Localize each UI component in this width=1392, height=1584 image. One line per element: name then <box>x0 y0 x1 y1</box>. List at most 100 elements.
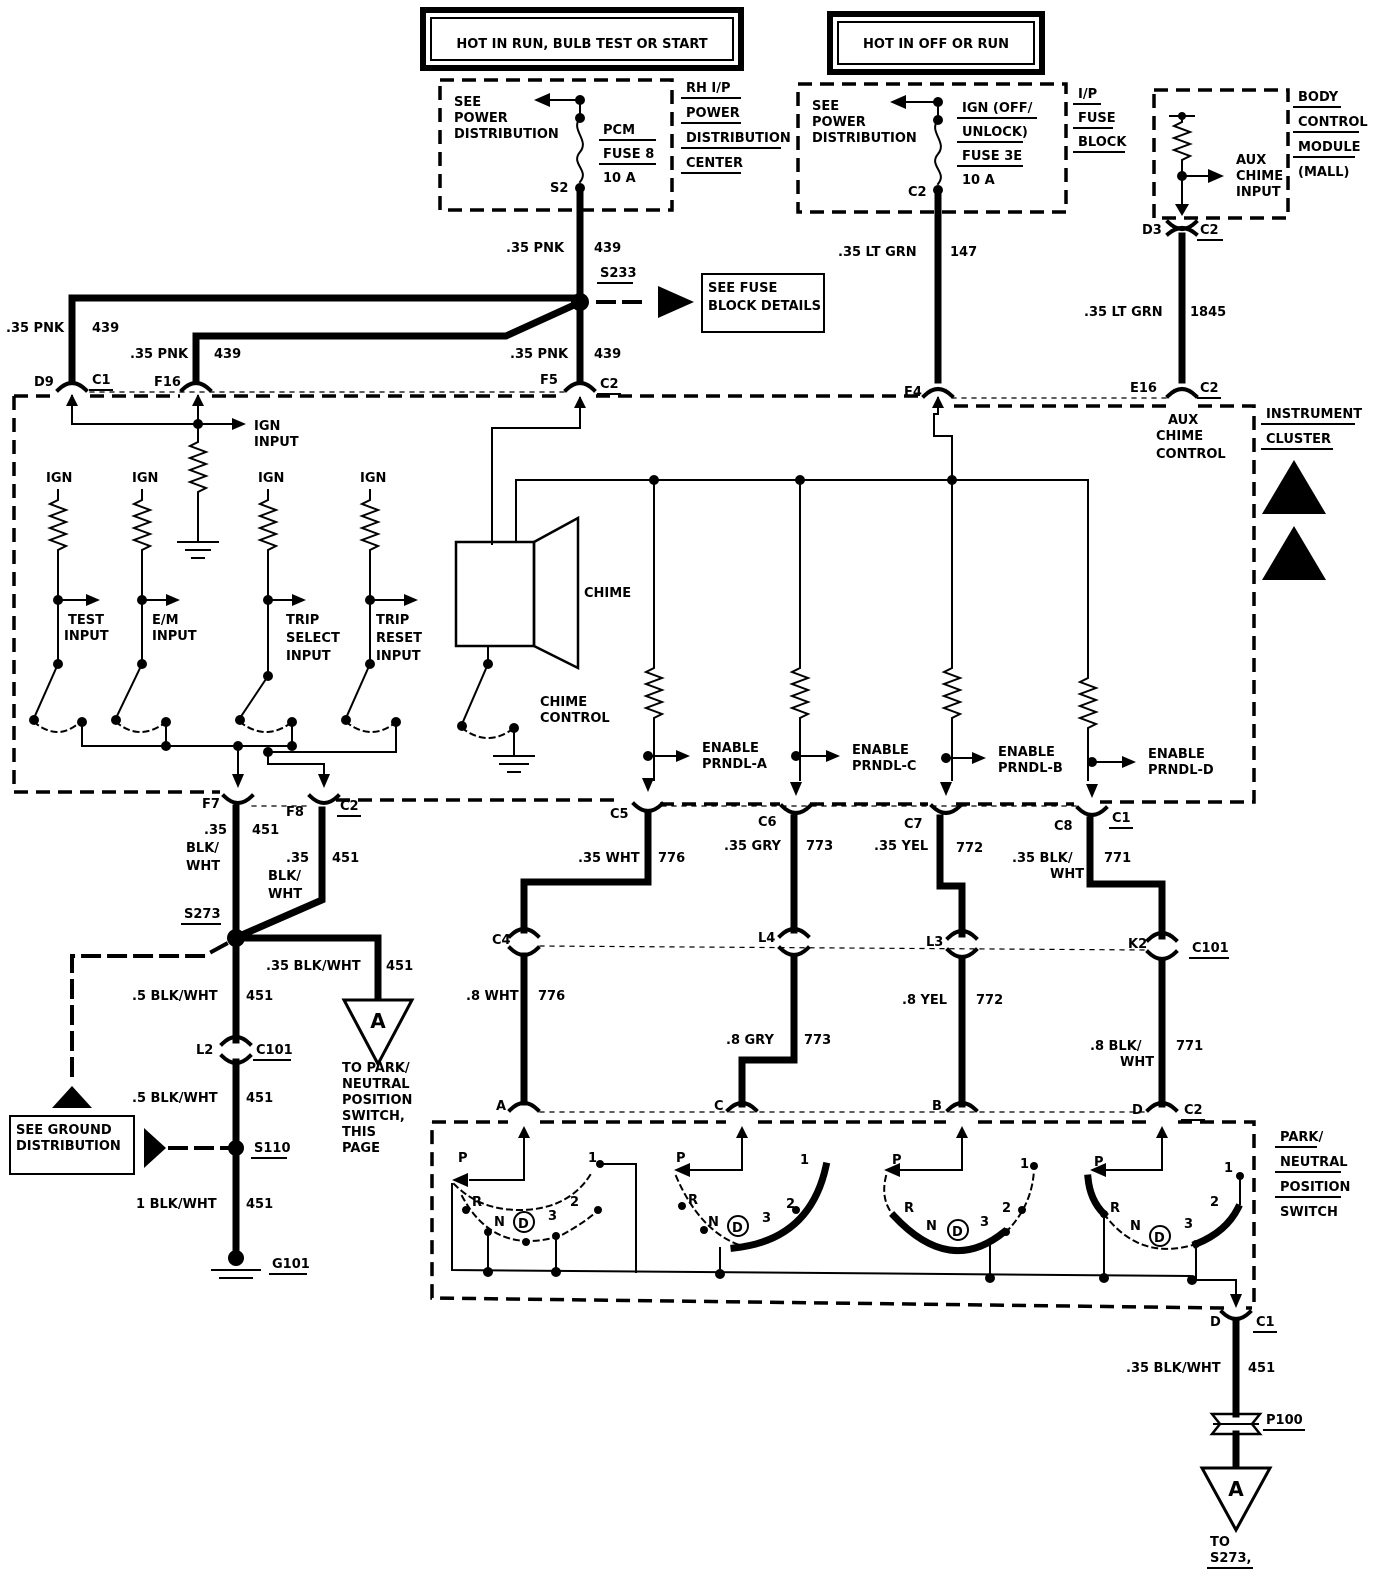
svg-text:C6: C6 <box>758 815 777 830</box>
svg-text:N: N <box>926 1219 937 1234</box>
svg-text:SEE: SEE <box>454 95 481 110</box>
svg-text:C4: C4 <box>492 933 511 948</box>
fuse-icon <box>576 116 584 184</box>
svg-text:776: 776 <box>658 851 685 866</box>
svg-text:INSTRUMENT: INSTRUMENT <box>1266 407 1362 422</box>
resistor-icon <box>131 489 153 601</box>
svg-text:R: R <box>1110 1201 1120 1216</box>
svg-text:P: P <box>676 1151 686 1166</box>
svg-text:L2: L2 <box>196 1043 213 1058</box>
svg-text:D3: D3 <box>1142 223 1162 238</box>
svg-text:439: 439 <box>594 347 621 362</box>
svg-text:IGN: IGN <box>46 471 72 486</box>
svg-text:CONTROL: CONTROL <box>540 711 610 726</box>
svg-text:PRNDL-C: PRNDL-C <box>852 759 916 774</box>
svg-text:IGN: IGN <box>254 419 280 434</box>
svg-text:CHIME: CHIME <box>540 695 587 710</box>
splice-s273 <box>227 929 245 947</box>
svg-text:AUX: AUX <box>1168 413 1198 428</box>
svg-text:UNLOCK): UNLOCK) <box>962 125 1028 140</box>
arrow-right-icon <box>144 1128 166 1168</box>
svg-text:S273: S273 <box>184 907 221 922</box>
svg-text:10 A: 10 A <box>603 171 636 186</box>
drive-position-icon <box>513 1211 535 1233</box>
svg-text:CONTROL: CONTROL <box>1156 447 1226 462</box>
arrow-down-icon <box>318 774 330 788</box>
svg-text:771: 771 <box>1104 851 1131 866</box>
pnk-wire-mid: .35 PNK 439 <box>130 301 577 382</box>
svg-text:.35 LT GRN: .35 LT GRN <box>1084 305 1163 320</box>
resistor-icon <box>941 479 963 781</box>
arrow-left-icon <box>1090 1163 1106 1177</box>
svg-text:R: R <box>688 1193 698 1208</box>
ground-circuit: .35 BLK/ WHT 451 .35 BLK/ WHT 451 S273 .… <box>9 804 415 1279</box>
svg-text:N: N <box>1130 1219 1141 1234</box>
svg-text:FUSE 8: FUSE 8 <box>603 147 654 162</box>
svg-text:TEST: TEST <box>68 613 104 628</box>
arrow-right-icon <box>658 286 694 318</box>
svg-text:SWITCH: SWITCH <box>1280 1205 1338 1220</box>
arrow-right-icon <box>166 594 180 606</box>
svg-text:.35: .35 <box>286 851 309 866</box>
svg-text:C7: C7 <box>904 817 923 832</box>
svg-text:C2: C2 <box>1200 223 1219 238</box>
svg-text:.8 BLK/: .8 BLK/ <box>1090 1039 1142 1054</box>
svg-text:WHT: WHT <box>268 887 302 902</box>
svg-text:C2: C2 <box>908 185 927 200</box>
svg-text:451: 451 <box>252 823 279 838</box>
svg-text:A: A <box>496 1099 506 1114</box>
drive-position-icon <box>1149 1225 1171 1247</box>
svg-text:3: 3 <box>548 1209 557 1224</box>
ip-fuse-block: SEE POWER DISTRIBUTION IGN (OFF/ UNLOCK)… <box>796 82 1127 214</box>
svg-text:INPUT: INPUT <box>286 649 331 664</box>
svg-text:C101: C101 <box>256 1043 293 1058</box>
header-hot-run: HOT IN RUN, BULB TEST OR START <box>420 7 744 71</box>
svg-text:BODY: BODY <box>1298 90 1339 105</box>
svg-text:.35 LT GRN: .35 LT GRN <box>838 245 917 260</box>
arrow-left-icon <box>890 95 906 109</box>
svg-text:S233: S233 <box>600 266 637 281</box>
svg-text:PAGE: PAGE <box>342 1141 380 1156</box>
svg-text:C5: C5 <box>610 807 629 822</box>
svg-text:1: 1 <box>1224 1161 1233 1176</box>
svg-text:POWER: POWER <box>454 111 508 126</box>
svg-text:G101: G101 <box>272 1257 310 1272</box>
svg-text:C2: C2 <box>1200 381 1219 396</box>
arrow-right-icon <box>1122 756 1136 768</box>
svg-text:PRNDL-A: PRNDL-A <box>702 757 767 772</box>
svg-text:1 BLK/WHT: 1 BLK/WHT <box>136 1197 217 1212</box>
svg-text:.35 PNK: .35 PNK <box>506 241 565 256</box>
svg-text:C8: C8 <box>1054 819 1073 834</box>
svg-text:TO PARK/: TO PARK/ <box>342 1061 410 1076</box>
svg-text:.35 GRY: .35 GRY <box>724 839 782 854</box>
resistor-icon <box>359 489 381 601</box>
svg-text:D: D <box>732 1221 743 1236</box>
arrow-down-icon <box>1230 1294 1242 1308</box>
svg-text:439: 439 <box>214 347 241 362</box>
svg-text:R: R <box>472 1195 482 1210</box>
svg-text:S273,: S273, <box>1210 1551 1251 1566</box>
arrow-right-icon <box>232 418 246 430</box>
svg-text:R: R <box>904 1201 914 1216</box>
svg-text:771: 771 <box>1176 1039 1203 1054</box>
svg-text:.5 BLK/WHT: .5 BLK/WHT <box>132 1091 218 1106</box>
svg-text:776: 776 <box>538 989 565 1004</box>
svg-text:L3: L3 <box>926 935 943 950</box>
svg-text:FUSE: FUSE <box>1078 111 1116 126</box>
svg-text:PRNDL-D: PRNDL-D <box>1148 763 1214 778</box>
svg-text:DISTRIBUTION: DISTRIBUTION <box>16 1139 121 1154</box>
svg-text:DISTRIBUTION: DISTRIBUTION <box>686 131 791 146</box>
svg-text:FUSE 3E: FUSE 3E <box>962 149 1022 164</box>
svg-text:ENABLE: ENABLE <box>702 741 759 756</box>
svg-text:MODULE: MODULE <box>1298 140 1361 155</box>
svg-text:IGN: IGN <box>132 471 158 486</box>
svg-text:1: 1 <box>588 1151 597 1166</box>
svg-text:2: 2 <box>786 1197 795 1212</box>
svg-text:INPUT: INPUT <box>254 435 299 450</box>
pnk-wire-top: .35 PNK 439 S233 SEE FUSE BLOCK DETAILS <box>506 190 825 333</box>
svg-text:772: 772 <box>956 841 983 856</box>
svg-text:CHIME: CHIME <box>584 586 631 601</box>
svg-text:C: C <box>714 1099 724 1114</box>
svg-text:C2: C2 <box>340 799 359 814</box>
